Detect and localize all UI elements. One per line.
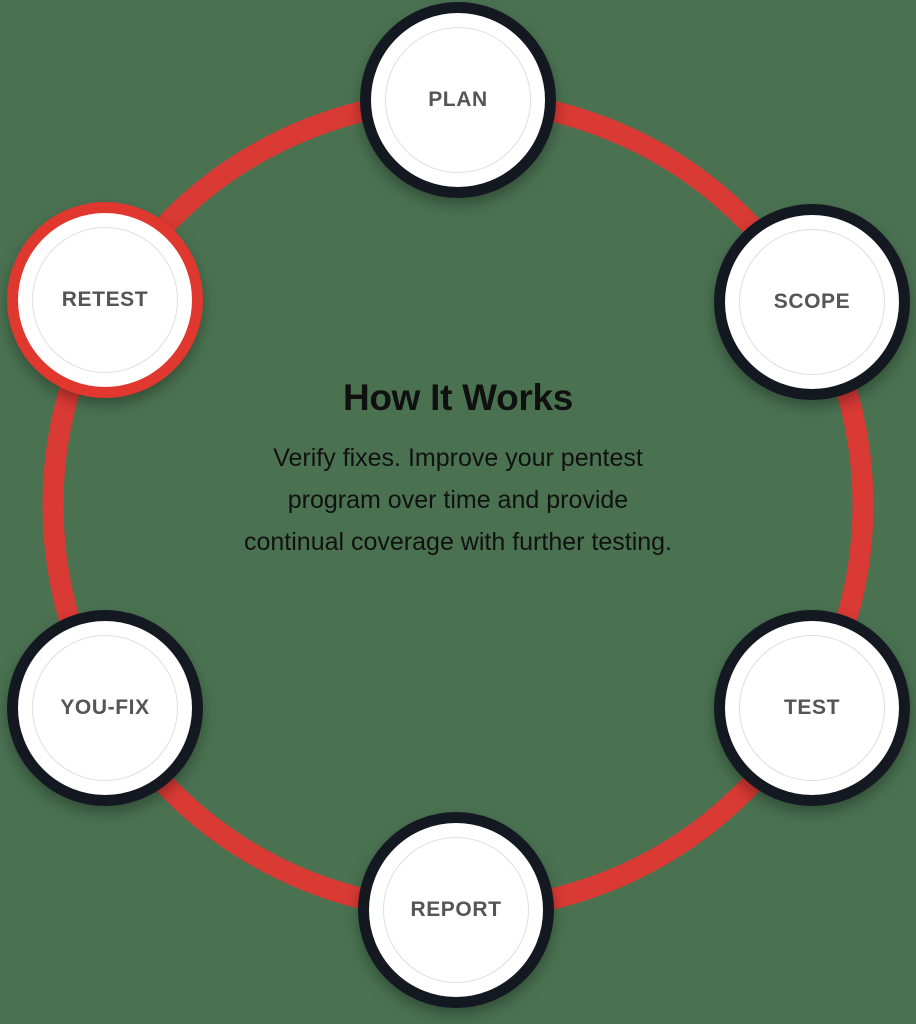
cycle-arc [42,89,874,921]
cycle-node-test[interactable]: TEST [714,610,910,806]
cycle-node-label-plan: PLAN [428,88,488,111]
cycle-node-plan[interactable]: PLAN [360,2,556,198]
cycle-node-retest[interactable]: RETEST [7,202,203,398]
cycle-node-label-retest: RETEST [61,288,149,311]
cycle-node-label-you-fix: YOU-FIX [60,696,150,719]
cycle-node-label-report: REPORT [410,898,502,921]
cycle-node-label-scope: SCOPE [773,290,851,313]
cycle-node-label-test: TEST [783,696,841,719]
cycle-node-report[interactable]: REPORT [358,812,554,1008]
cycle-node-you-fix[interactable]: YOU-FIX [7,610,203,806]
cycle-node-scope[interactable]: SCOPE [714,204,910,400]
